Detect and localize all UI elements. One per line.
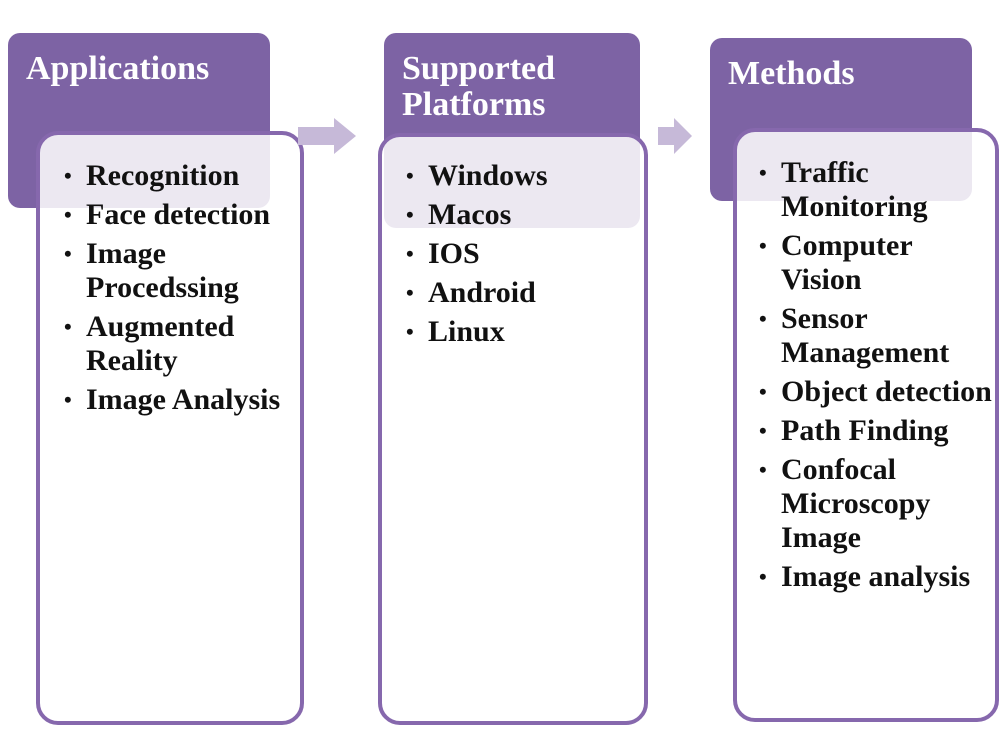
list-item: Object detection [759, 375, 995, 409]
list-item: Windows [406, 159, 636, 193]
arrow-right-icon [298, 118, 356, 154]
list-item: Face detection [64, 198, 290, 232]
list-item: Traffic Monitoring [759, 156, 995, 224]
methods-list-box: Traffic Monitoring Computer Vision Senso… [733, 128, 999, 722]
list-item: Confocal Microscopy Image [759, 453, 995, 555]
arrow-right-icon [658, 118, 692, 154]
list-item: Image analysis [759, 560, 995, 594]
list-item: Path Finding [759, 414, 995, 448]
list-item: Image Analysis [64, 383, 290, 417]
list-item: Macos [406, 198, 636, 232]
applications-header-title: Applications [26, 50, 210, 87]
list-item: Sensor Management [759, 302, 995, 370]
methods-header-title: Methods [728, 55, 855, 92]
applications-list-box: Recognition Face detection Image Proceds… [36, 131, 304, 725]
list-item: Android [406, 276, 636, 310]
methods-list: Traffic Monitoring Computer Vision Senso… [759, 156, 995, 599]
list-item: Recognition [64, 159, 290, 193]
supported-platforms-list: Windows Macos IOS Android Linux [406, 159, 636, 354]
list-item: Linux [406, 315, 636, 349]
list-item: Image Procedssing [64, 237, 290, 305]
list-item: Computer Vision [759, 229, 995, 297]
list-item: Augmented Reality [64, 310, 290, 378]
supported-platforms-list-box: Windows Macos IOS Android Linux [378, 133, 648, 725]
supported-platforms-header-line-2: Platforms [402, 86, 546, 123]
supported-platforms-header-line-1: Supported [402, 50, 556, 87]
applications-list: Recognition Face detection Image Proceds… [64, 159, 290, 422]
list-item: IOS [406, 237, 636, 271]
